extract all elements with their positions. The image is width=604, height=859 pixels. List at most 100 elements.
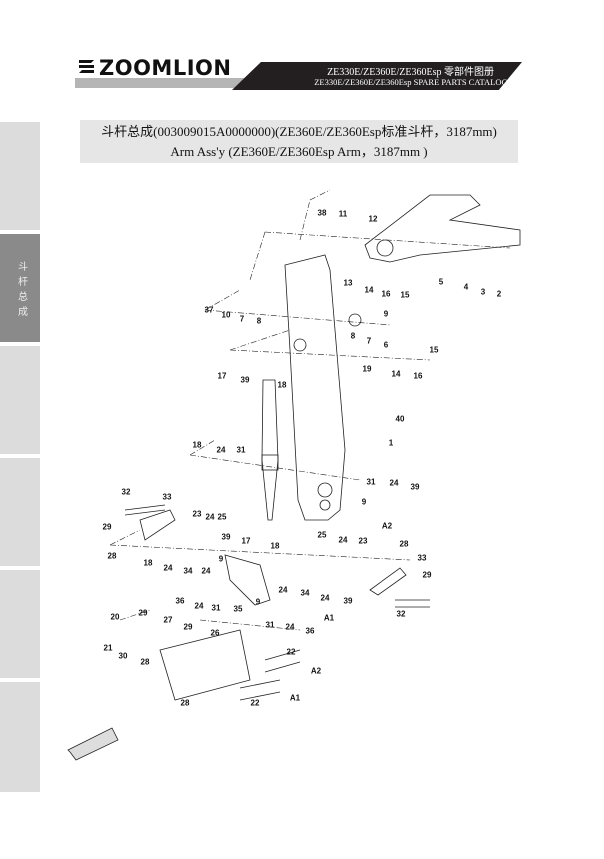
part-callout: 33 [162,492,172,502]
part-callout: 32 [121,487,131,497]
header-title-en: ZE330E/ZE360E/ZE360Esp SPARE PARTS CATAL… [314,77,519,87]
part-callout: 29 [422,570,432,580]
sidebar-tab-1[interactable] [0,122,40,232]
part-callout: 24 [194,601,204,611]
boom-pin-hole [376,239,394,257]
part-callout: 33 [417,553,427,563]
part-callout: 32 [396,609,406,619]
title-en: Arm Ass'y (ZE360E/ZE360Esp Arm，3187mm ) [170,144,428,159]
direction-arrow-icon [67,727,119,761]
part-callout: 7 [239,314,245,324]
part-callout: 17 [217,371,227,381]
tab-label: 斗杆总成 [18,262,28,318]
part-callout: 25 [217,512,227,522]
part-callout: 35 [233,604,243,614]
part-callout: 18 [277,380,287,390]
part-callout: 27 [163,615,173,625]
part-callout: 24 [338,535,348,545]
part-callout: 24 [389,478,399,488]
sidebar-tab-4[interactable] [0,458,40,568]
part-callout: 31 [236,445,246,455]
part-callout: 5 [438,277,444,287]
part-callout: 28 [399,539,409,549]
part-callout: 3 [480,287,486,297]
part-callout: 39 [221,532,231,542]
part-callout: 29 [183,622,193,632]
bucket-cylinder [261,379,279,521]
part-callout: A1 [289,693,301,703]
sidebar-tab-arm-assy[interactable]: 斗杆总成 [0,234,40,344]
part-callout: 30 [118,651,128,661]
part-callout: 38 [317,208,327,218]
part-callout: 39 [240,375,250,385]
part-callout: 34 [300,588,310,598]
part-callout: 29 [138,608,148,618]
part-callout: 37 [204,305,214,315]
part-callout: 12 [368,214,378,224]
part-callout: 2 [496,289,502,299]
header-title-cn: ZE330E/ZE360E/ZE360Esp 零部件图册 [327,67,494,78]
part-callout: 18 [143,558,153,568]
part-callout: 16 [413,371,423,381]
title-cn: 斗杆总成(003009015A0000000)(ZE360E/ZE360Esp标… [101,124,497,139]
header-gray-band [75,78,260,88]
part-callout: 24 [285,622,295,632]
zoomlion-logo-icon [79,60,94,73]
part-callout: 9 [383,309,389,319]
part-callout: A1 [323,613,335,623]
part-callout: 39 [343,596,353,606]
part-callout: 9 [218,554,224,564]
part-callout: 26 [210,628,220,638]
part-callout: 39 [410,482,420,492]
part-callout: 28 [107,551,117,561]
part-callout: 16 [381,289,391,299]
link-left [139,509,176,541]
part-callout: 8 [256,316,262,326]
boom-part [364,194,521,263]
part-callout: 15 [429,345,439,355]
part-callout: 7 [366,336,372,346]
sidebar-tab-3[interactable] [0,346,40,456]
part-callout: 19 [362,364,372,374]
part-callout: 15 [400,290,410,300]
part-callout: A2 [381,521,393,531]
part-callout: 9 [255,597,261,607]
part-callout: 36 [305,626,315,636]
page-title: 斗杆总成(003009015A0000000)(ZE360E/ZE360Esp标… [80,120,518,163]
part-callout: 22 [286,647,296,657]
part-callout: 20 [110,612,120,622]
part-callout: 6 [383,340,389,350]
part-callout: 11 [338,209,348,219]
link-h [224,554,271,606]
part-callout: 31 [211,603,221,613]
part-callout: 8 [350,331,356,341]
part-callout: 17 [241,536,251,546]
part-callout: 24 [216,445,226,455]
bracket [159,629,251,701]
part-callout: 28 [140,657,150,667]
part-callout: 4 [463,282,469,292]
part-callout: 31 [265,620,275,630]
part-callout: 21 [103,643,113,653]
part-callout: 31 [366,477,376,487]
part-callout: 14 [364,285,374,295]
header-band [232,62,522,90]
part-callout: 23 [358,536,368,546]
sidebar-tab-6[interactable] [0,682,40,794]
part-callout: 29 [102,522,112,532]
part-callout: 24 [278,585,288,595]
part-callout: 24 [320,593,330,603]
part-callout: 9 [361,497,367,507]
sidebar-tab-5[interactable] [0,570,40,680]
part-callout: 22 [250,698,260,708]
part-callout: 40 [395,414,405,424]
part-callout: 18 [270,541,280,551]
part-callout: 24 [201,566,211,576]
part-callout: 25 [317,530,327,540]
part-callout: 13 [343,278,353,288]
part-callout: 18 [192,440,202,450]
part-callout: 24 [163,563,173,573]
part-callout: 1 [388,438,394,448]
part-callout: 24 [205,512,215,522]
